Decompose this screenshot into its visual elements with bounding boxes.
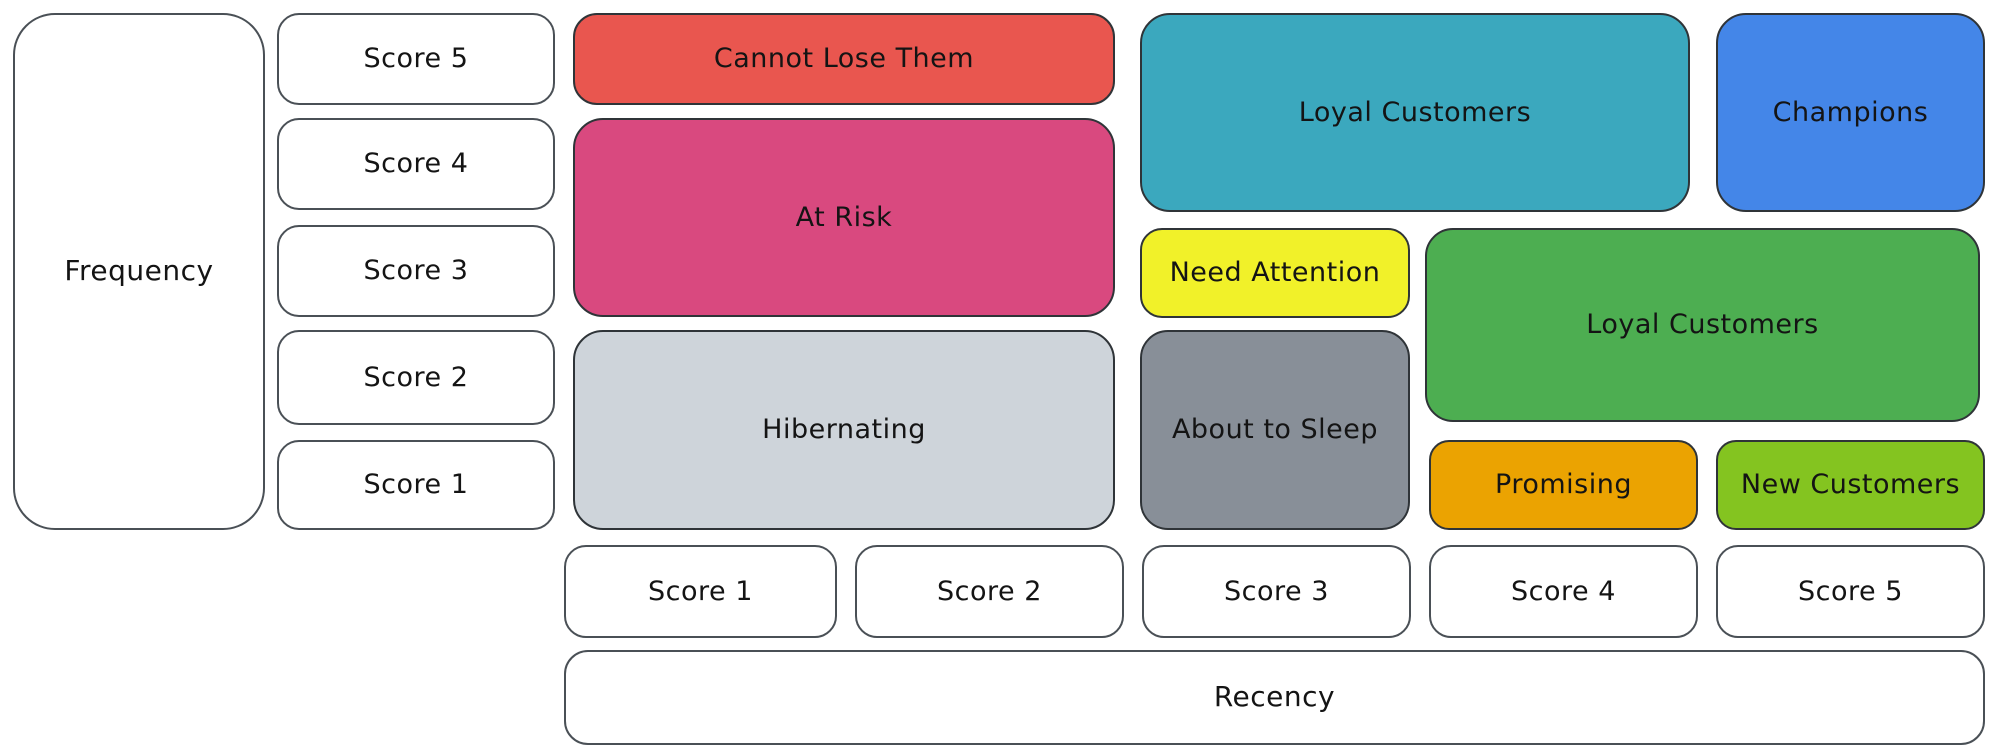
frequency-score-3-label: Score 3 [363, 255, 469, 287]
segment-hibernating-label: Hibernating [762, 414, 926, 446]
segment-champions: Champions [1716, 13, 1985, 212]
recency-axis-label: Recency [1213, 680, 1336, 714]
segment-champions-label: Champions [1772, 96, 1929, 128]
segment-hibernating: Hibernating [573, 330, 1115, 530]
segment-at-risk: At Risk [573, 118, 1115, 317]
segment-cannot-lose-them: Cannot Lose Them [573, 13, 1115, 105]
frequency-score-2-box: Score 2 [277, 330, 555, 425]
recency-score-1-label: Score 1 [648, 575, 753, 607]
frequency-score-5-box: Score 5 [277, 13, 555, 105]
recency-score-3-label: Score 3 [1224, 575, 1329, 607]
segment-loyal-customers-green-label: Loyal Customers [1586, 309, 1819, 341]
frequency-axis-label: Frequency [64, 254, 214, 288]
segment-need-attention-label: Need Attention [1169, 257, 1381, 289]
segment-need-attention: Need Attention [1140, 228, 1410, 318]
recency-score-5-box: Score 5 [1716, 545, 1985, 638]
frequency-score-5-label: Score 5 [363, 43, 469, 75]
recency-score-2-label: Score 2 [937, 575, 1042, 607]
recency-score-5-label: Score 5 [1798, 575, 1903, 607]
segment-at-risk-label: At Risk [795, 201, 893, 233]
segment-loyal-customers-teal-label: Loyal Customers [1298, 96, 1532, 128]
segment-about-to-sleep: About to Sleep [1140, 330, 1410, 530]
recency-score-3-box: Score 3 [1142, 545, 1411, 638]
segment-new-customers: New Customers [1716, 440, 1985, 530]
segment-promising: Promising [1429, 440, 1698, 530]
segment-loyal-customers-green: Loyal Customers [1425, 228, 1980, 422]
segment-promising-label: Promising [1495, 469, 1632, 501]
recency-axis-label-box: Recency [564, 650, 1985, 745]
frequency-score-1-label: Score 1 [363, 469, 469, 501]
frequency-axis-label-box: Frequency [13, 13, 265, 530]
frequency-score-3-box: Score 3 [277, 225, 555, 317]
frequency-score-4-box: Score 4 [277, 118, 555, 210]
recency-score-2-box: Score 2 [855, 545, 1124, 638]
recency-score-4-box: Score 4 [1429, 545, 1698, 638]
frequency-score-4-label: Score 4 [363, 148, 469, 180]
frequency-score-2-label: Score 2 [363, 361, 469, 393]
frequency-score-1-box: Score 1 [277, 440, 555, 530]
recency-score-4-label: Score 4 [1511, 575, 1616, 607]
segment-cannot-lose-them-label: Cannot Lose Them [713, 43, 975, 75]
recency-score-1-box: Score 1 [564, 545, 837, 638]
segment-new-customers-label: New Customers [1740, 469, 1961, 501]
segment-about-to-sleep-label: About to Sleep [1171, 414, 1379, 446]
segment-loyal-customers-teal: Loyal Customers [1140, 13, 1690, 212]
